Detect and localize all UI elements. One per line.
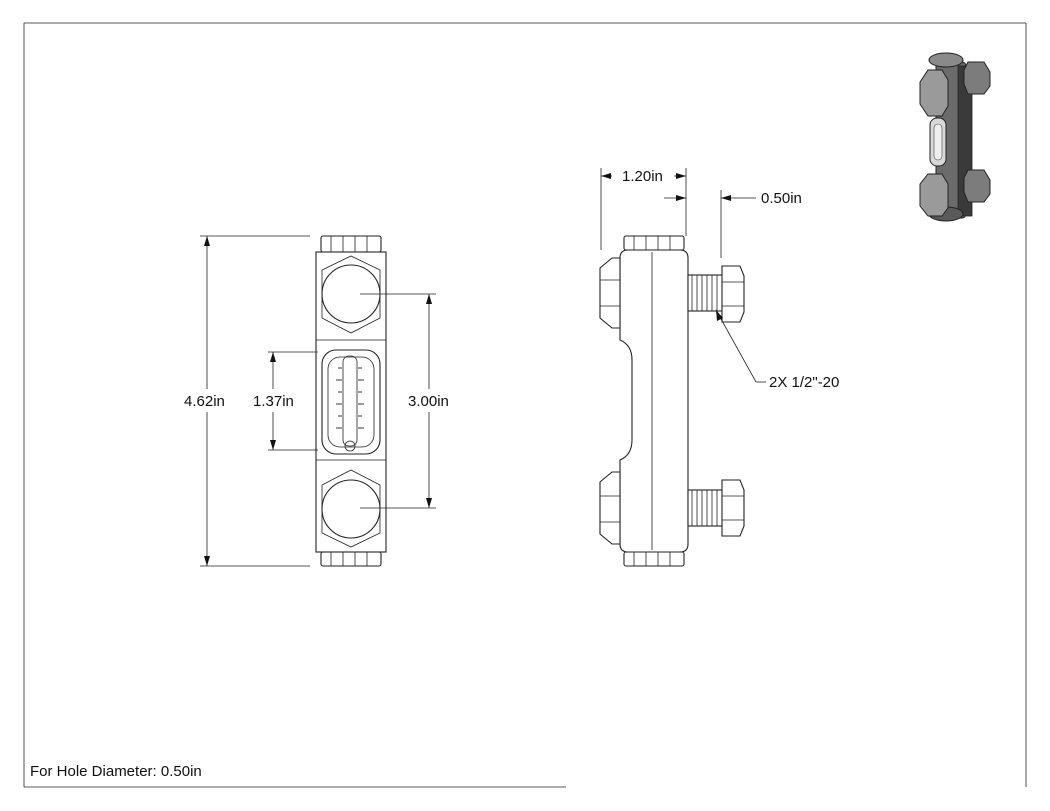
thread-callout-label: 2X 1/2"-20 [769, 374, 839, 391]
isometric-thumbnail [919, 52, 991, 222]
dim-thread-length-label: 0.50in [761, 190, 802, 207]
side-bottom-cap [623, 551, 685, 567]
front-top-hex [321, 255, 381, 334]
side-right-nut-top [721, 265, 745, 323]
front-view: 4.62in 1.37in 3.00in [184, 235, 449, 567]
dim-window-height: 1.37in [253, 351, 318, 451]
side-left-nut-bottom [599, 471, 621, 545]
dim-bolt-spacing: 3.00in [360, 293, 449, 509]
side-view: 1.20in 0.50in 2X 1/2"-20 [599, 168, 839, 567]
sight-scale-ticks [336, 367, 364, 429]
front-top-cap [320, 235, 382, 253]
side-thread-top [687, 274, 725, 312]
dim-window-height-label: 1.37in [253, 393, 294, 410]
dim-bolt-spacing-label: 3.00in [408, 393, 449, 410]
side-body [619, 249, 689, 553]
side-thread-bottom [687, 489, 725, 527]
dim-thread-length: 0.50in [664, 190, 802, 258]
thread-callout: 2X 1/2"-20 [715, 309, 839, 391]
sheet-border [23, 22, 1027, 788]
front-bottom-cap [320, 551, 382, 567]
side-left-nut-top [599, 257, 621, 329]
sight-window-outer [321, 349, 381, 455]
sight-window-inner [327, 356, 375, 448]
front-bottom-bolt-head [321, 479, 381, 539]
side-right-nut-bottom [721, 479, 745, 537]
dim-body-width-label: 1.20in [622, 168, 663, 185]
dim-body-width: 1.20in [600, 168, 687, 250]
hole-diameter-note: For Hole Diameter: 0.50in [30, 763, 202, 780]
side-top-cap [623, 235, 685, 251]
sight-gauge-tube [342, 355, 358, 447]
front-bottom-hex [321, 469, 381, 548]
dim-overall-height-label: 4.62in [184, 393, 225, 410]
dim-overall-height: 4.62in [184, 235, 310, 567]
